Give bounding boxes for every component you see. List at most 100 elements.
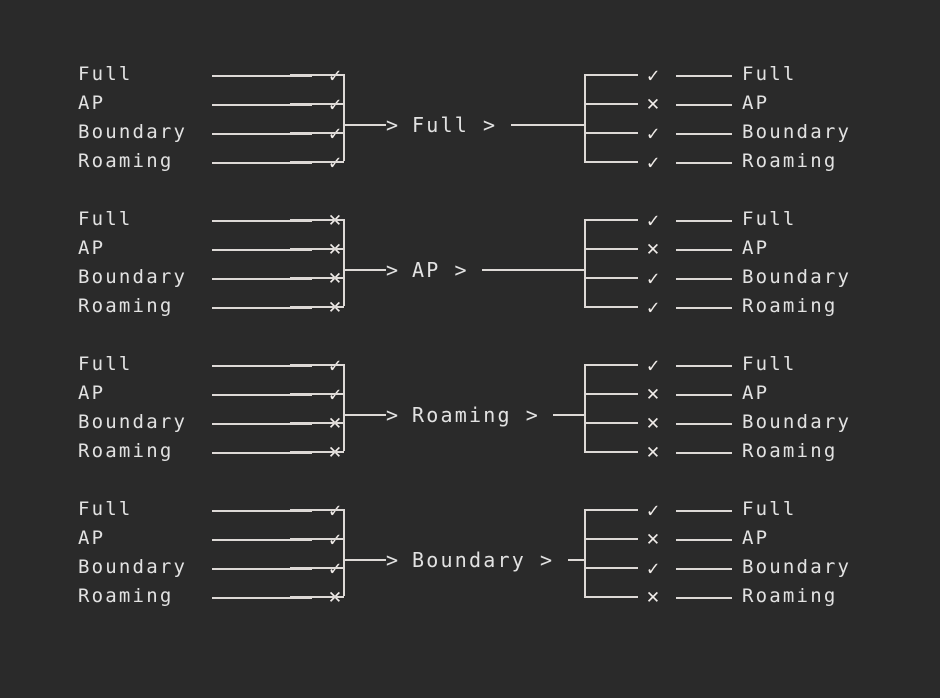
brace-stub	[290, 103, 344, 105]
brace-stub	[290, 596, 344, 598]
input-brace	[290, 205, 346, 335]
connector-line	[676, 596, 732, 599]
brace-stub	[584, 161, 638, 163]
arrow-out-icon: >	[525, 403, 538, 427]
brace-spine	[584, 74, 586, 161]
input-label: Boundary	[78, 266, 188, 288]
cross-icon: ✕	[646, 381, 660, 405]
output-row: ✕ AP	[640, 379, 940, 408]
inputs-full: Full✓AP✓Boundary✓Roaming✓	[78, 60, 348, 190]
brace-stub	[584, 538, 638, 540]
brace-stub	[290, 567, 344, 569]
connector-line	[212, 422, 312, 425]
output-label: Full	[742, 208, 797, 230]
output-label: AP	[742, 237, 770, 259]
brace-stub	[584, 451, 638, 453]
cross-icon: ✕	[646, 439, 660, 463]
output-brace	[584, 60, 640, 190]
input-row: Full✓	[78, 495, 348, 524]
output-label: Roaming	[742, 585, 838, 607]
connector-line	[212, 219, 312, 222]
brace-spine	[584, 364, 586, 451]
center-state-label: AP	[412, 258, 441, 282]
brace-stub	[584, 219, 638, 221]
check-icon: ✓	[646, 120, 660, 145]
brace-stub	[584, 596, 638, 598]
input-label: AP	[78, 237, 106, 259]
input-label: Roaming	[78, 585, 174, 607]
input-label: AP	[78, 527, 106, 549]
inputs-ap: Full✕AP✕Boundary✕Roaming✕	[78, 205, 348, 335]
output-label: Roaming	[742, 295, 838, 317]
check-icon: ✓	[646, 352, 660, 377]
output-brace	[584, 350, 640, 480]
output-row: ✕ Boundary	[640, 408, 940, 437]
output-row: ✓ Full	[640, 60, 940, 89]
output-label: Boundary	[742, 556, 852, 578]
transition-group-roaming: Full✓AP✓Boundary✕Roaming✕>Roaming>✓Full✕…	[0, 350, 940, 480]
output-label: Boundary	[742, 266, 852, 288]
input-label: Boundary	[78, 556, 188, 578]
brace-spine	[343, 364, 345, 451]
connector-line	[676, 567, 732, 570]
check-icon: ✓	[646, 149, 660, 174]
connector-line	[676, 132, 732, 135]
output-label: Boundary	[742, 411, 852, 433]
brace-stub	[290, 364, 344, 366]
brace-spine	[343, 74, 345, 161]
arrow-out-icon: >	[454, 258, 467, 282]
check-icon: ✓	[646, 497, 660, 522]
brace-stub	[290, 422, 344, 424]
check-icon: ✓	[646, 294, 660, 319]
connector-line	[676, 509, 732, 512]
brace-spine	[343, 509, 345, 596]
brace-stub	[290, 538, 344, 540]
input-label: Boundary	[78, 121, 188, 143]
brace-stub	[290, 132, 344, 134]
brace-stub	[290, 277, 344, 279]
brace-stub	[290, 306, 344, 308]
brace-stub	[584, 393, 638, 395]
connector-line	[676, 393, 732, 396]
input-trunk	[344, 124, 386, 126]
input-row: AP✓	[78, 524, 348, 553]
output-row: ✓Boundary	[640, 553, 940, 582]
output-label: AP	[742, 527, 770, 549]
output-label: Full	[742, 353, 797, 375]
input-label: Roaming	[78, 295, 174, 317]
check-icon: ✓	[646, 62, 660, 87]
cross-icon: ✕	[646, 526, 660, 550]
cross-icon: ✕	[646, 410, 660, 434]
arrow-in-icon: >	[386, 258, 399, 282]
output-row: ✕Roaming	[640, 437, 940, 466]
output-row: ✓Full	[640, 205, 940, 234]
output-label: Full	[742, 63, 797, 85]
output-row: ✕ Roaming	[640, 582, 940, 611]
output-label: AP	[742, 382, 770, 404]
brace-stub	[290, 161, 344, 163]
cross-icon: ✕	[646, 584, 660, 608]
transition-group-ap: Full✕AP✕Boundary✕Roaming✕>AP>✓Full✕AP✓Bo…	[0, 205, 940, 335]
brace-stub	[290, 393, 344, 395]
inputs-boundary: Full✓AP✓Boundary✓Roaming✕	[78, 495, 348, 625]
output-row: ✓Roaming	[640, 147, 940, 176]
input-label: Full	[78, 63, 133, 85]
input-label: Roaming	[78, 440, 174, 462]
cross-icon: ✕	[646, 91, 660, 115]
output-brace	[584, 205, 640, 335]
connector-line	[212, 132, 312, 135]
brace-stub	[290, 219, 344, 221]
connector-line	[212, 596, 312, 599]
connector-line	[676, 161, 732, 164]
connector-line	[676, 248, 732, 251]
input-label: AP	[78, 92, 106, 114]
output-row: ✓ Full	[640, 495, 940, 524]
output-label: Boundary	[742, 121, 852, 143]
connector-line	[212, 364, 312, 367]
output-label: Full	[742, 498, 797, 520]
input-row: Full✓	[78, 350, 348, 379]
output-trunk	[482, 269, 586, 271]
connector-line	[212, 538, 312, 541]
brace-stub	[584, 509, 638, 511]
connector-line	[676, 364, 732, 367]
